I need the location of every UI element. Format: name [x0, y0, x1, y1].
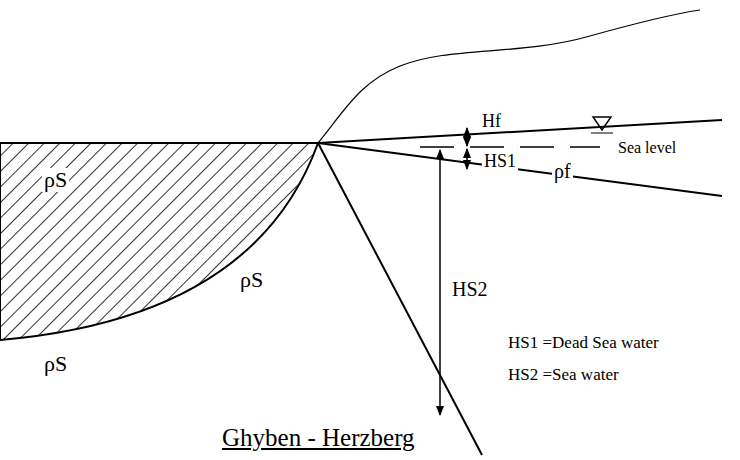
- hs2-dimension-arrow: [439, 150, 441, 415]
- sea-level-label: Sea level: [618, 139, 676, 157]
- sea-level-symbol: [591, 133, 613, 134]
- hs1-dimension-arrow: [466, 149, 468, 169]
- dimension-label: HS2: [452, 278, 488, 300]
- density-label: ρf: [552, 160, 573, 182]
- dimension-label: HS1: [482, 152, 518, 172]
- dimension-label: Hf: [482, 112, 501, 132]
- hatched-sea-body: [0, 143, 318, 340]
- density-label: ρS: [44, 352, 67, 376]
- legend-note: HS1 =Dead Sea water: [508, 334, 659, 353]
- density-label: ρS: [42, 168, 69, 192]
- land-surface: [318, 10, 700, 143]
- sea-level-symbol: [593, 117, 611, 130]
- density-label: ρS: [240, 268, 263, 292]
- hf-dimension-arrow: [466, 128, 468, 146]
- legend-note: HS2 =Sea water: [508, 366, 619, 385]
- sea-level-line: [420, 146, 600, 148]
- caption: Ghyben - Herzberg: [222, 424, 415, 452]
